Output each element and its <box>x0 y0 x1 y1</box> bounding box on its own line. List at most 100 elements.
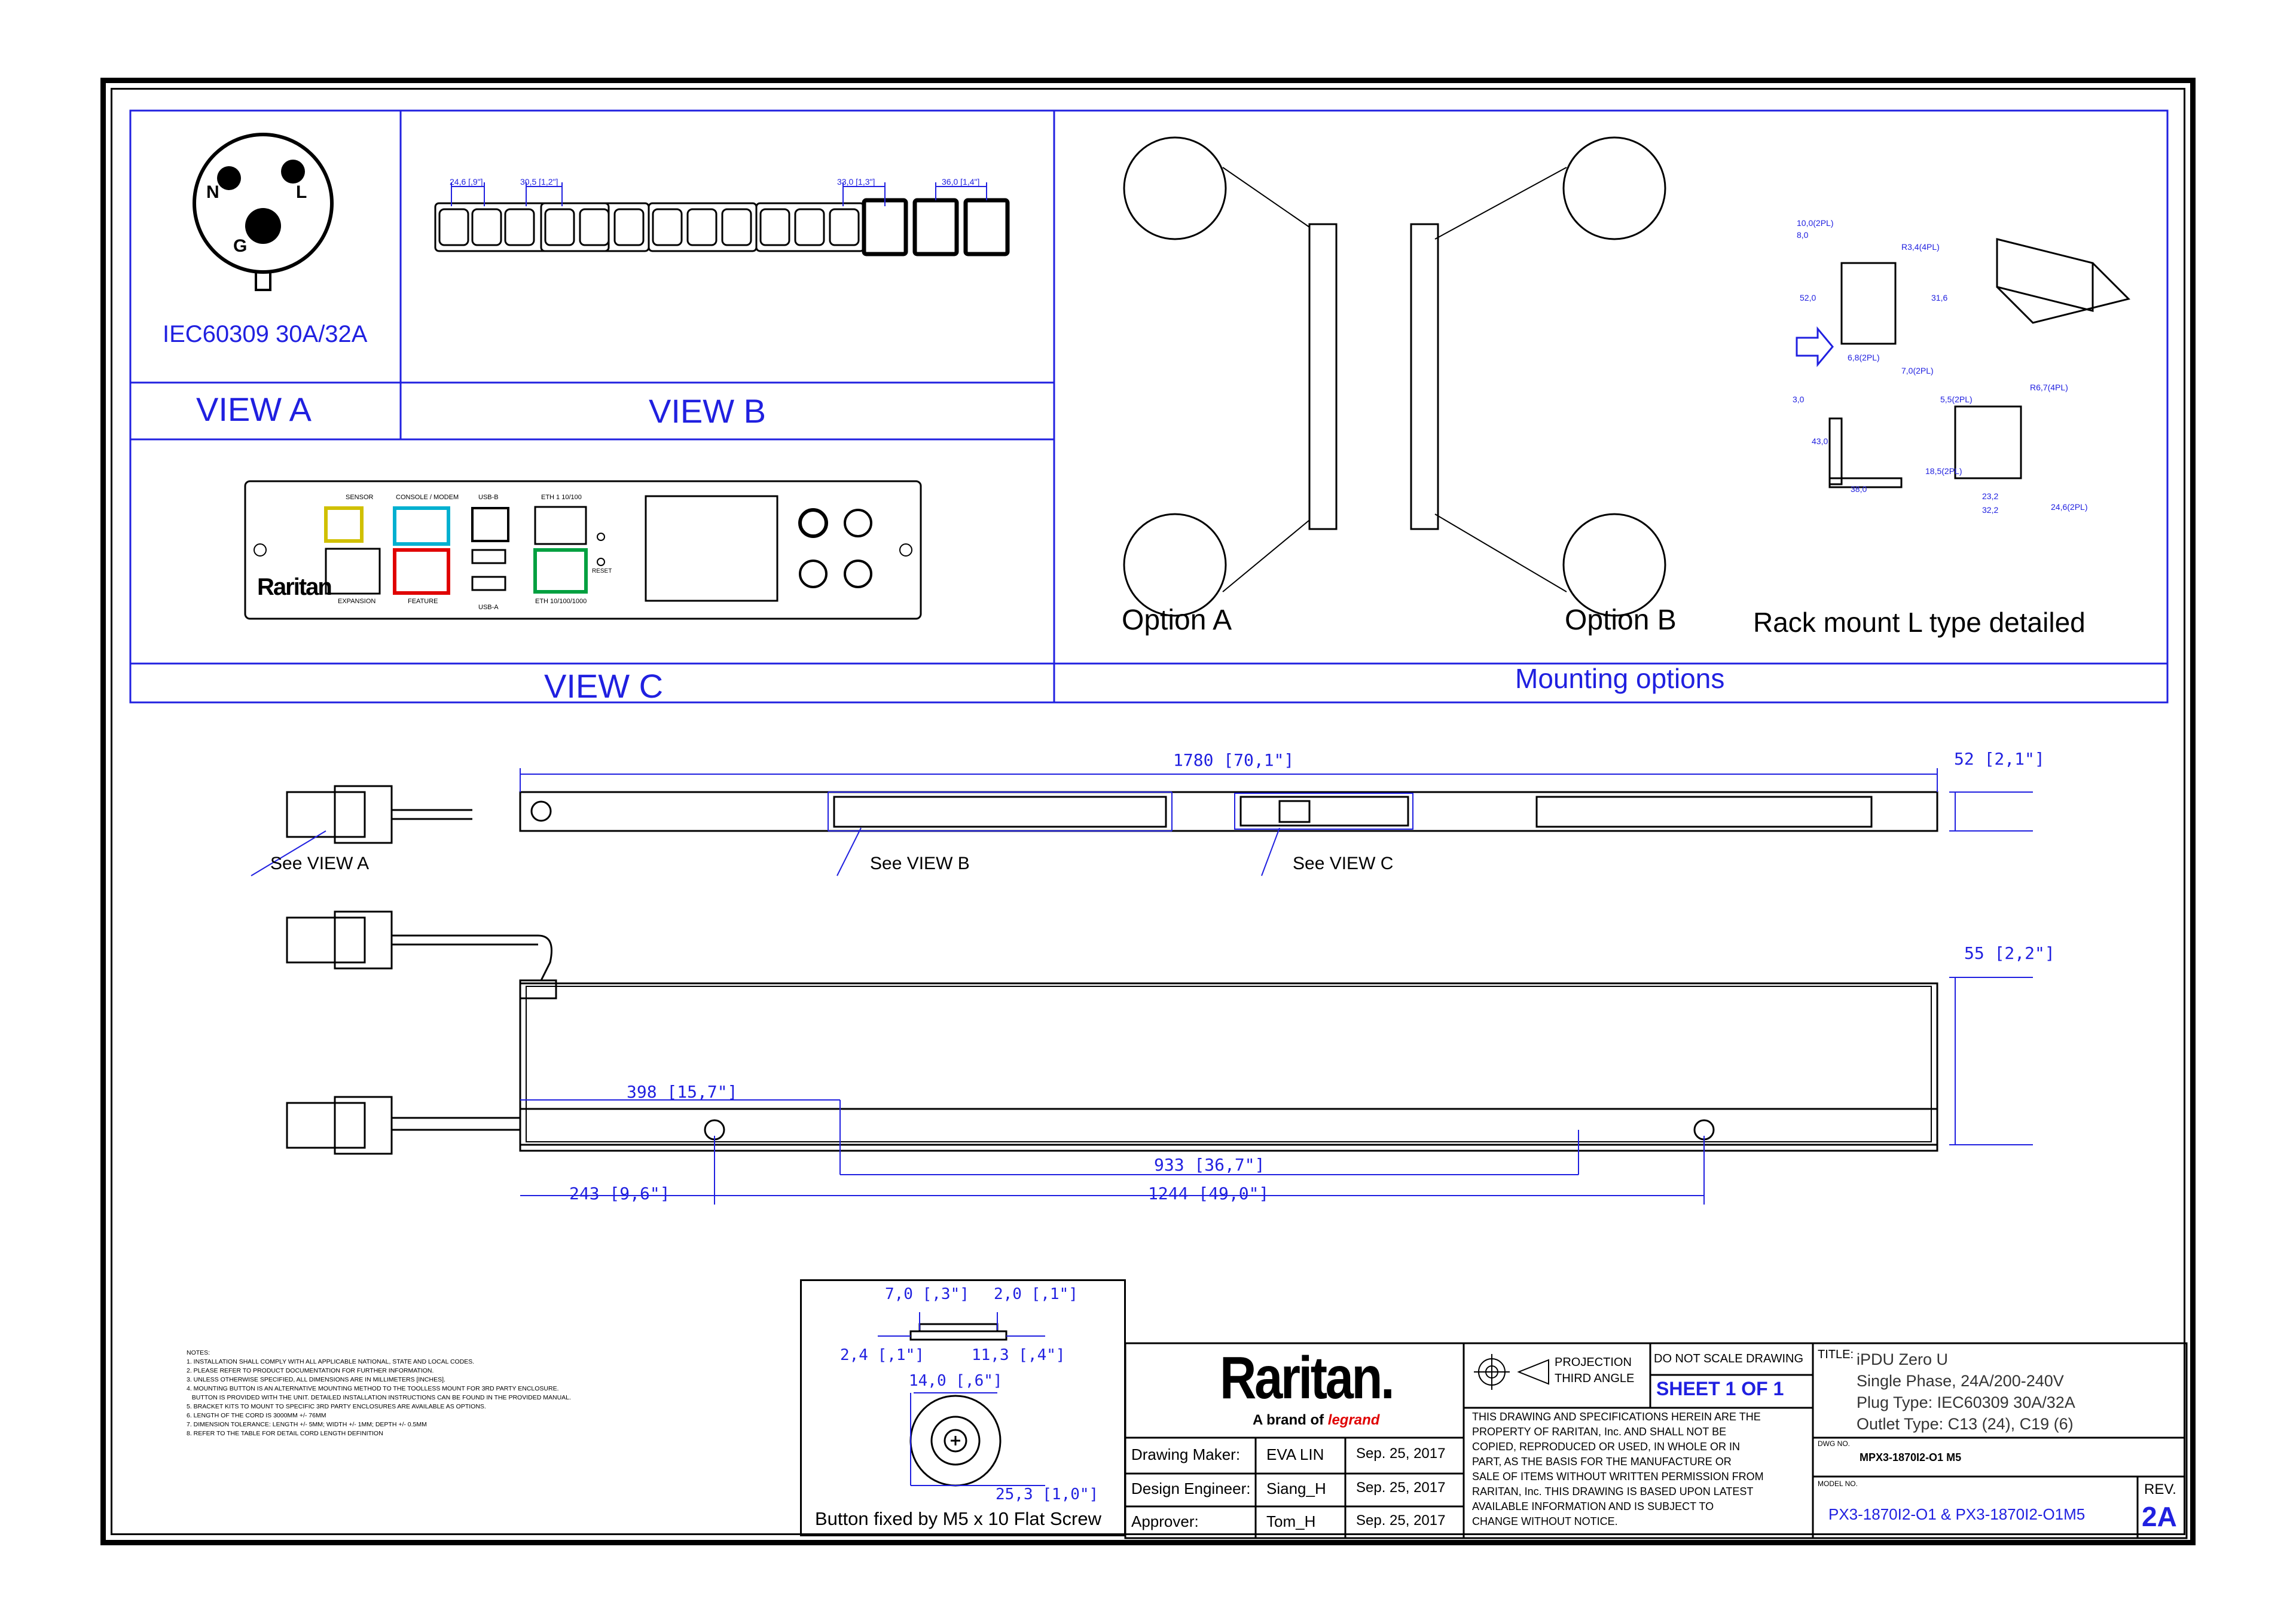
disclaimer-line: CHANGE WITHOUT NOTICE. <box>1472 1515 1618 1527</box>
drawing-maker-name: EVA LIN <box>1266 1445 1324 1463</box>
sheet-label: SHEET 1 OF 1 <box>1656 1378 1784 1399</box>
approver-date: Sep. 25, 2017 <box>1356 1512 1446 1529</box>
port-usb-b-label: USB-B <box>478 494 499 501</box>
title-block-grid <box>1124 1342 2188 1539</box>
port-expansion-label: EXPANSION <box>338 598 376 605</box>
rack-dim-14: 23,2 <box>1982 491 1999 501</box>
title-line: Plug Type: IEC60309 30A/32A <box>1857 1393 2075 1411</box>
view-b-title: VIEW B <box>649 392 767 430</box>
rack-dim-5: 31,6 <box>1931 293 1948 302</box>
legrand-logo: legrand <box>1327 1412 1380 1428</box>
mounting-options-drawing <box>1123 136 2130 617</box>
pdu-views <box>251 768 2033 1205</box>
option-a-label: Option A <box>1122 604 1232 636</box>
back-dims <box>520 1099 1705 1205</box>
note-item: 6. LENGTH OF THE CORD IS 3000MM +/- 76MM <box>187 1412 326 1419</box>
disclaimer-line: THIS DRAWING AND SPECIFICATIONS HEREIN A… <box>1472 1411 1761 1423</box>
note-item: 5. BRACKET KITS TO MOUNT TO SPECIFIC 3RD… <box>187 1403 486 1410</box>
rack-dim-12: R6,7(4PL) <box>2030 383 2068 392</box>
dwg-no-value: MPX3-1870I2-O1 M5 <box>1860 1451 1962 1463</box>
dim-1244: 1244 [49,0"] <box>1148 1184 1269 1203</box>
rack-mount-label: Rack mount L type detailed <box>1753 607 2086 638</box>
pdu-side-view <box>286 910 1938 1146</box>
depth-dim: 55 [2,2"] <box>1964 943 2055 963</box>
view-b-dim-2: 30,5 [1,2"] <box>520 177 558 187</box>
rack-dim-4: 52,0 <box>1800 293 1816 302</box>
option-b-label: Option B <box>1565 604 1677 636</box>
port-eth1-label: ETH 1 10/100 <box>541 494 582 501</box>
btn-dim-c: 2,4 [,1"] <box>840 1346 924 1364</box>
port-console-label: CONSOLE / MODEM <box>396 494 459 501</box>
drawing-frame-inner <box>111 88 2185 1535</box>
width-dim: 52 [2,1"] <box>1954 749 2045 769</box>
plug-face-icon <box>193 133 334 291</box>
front-dims <box>251 768 2033 876</box>
title-line: Single Phase, 24A/200-240V <box>1857 1372 2064 1390</box>
disclaimer-line: PROPERTY OF RARITAN, Inc. AND SHALL NOT … <box>1472 1426 1727 1438</box>
controller-panel <box>244 480 922 620</box>
title-line: iPDU Zero U <box>1857 1350 1949 1368</box>
rack-dim-11: 5,5(2PL) <box>1940 395 1973 404</box>
approver-label: Approver: <box>1131 1512 1199 1530</box>
side-dims <box>1949 977 2033 1145</box>
note-item: 2. PLEASE REFER TO PRODUCT DOCUMENTATION… <box>187 1367 434 1374</box>
dim-243: 243 [9,6"] <box>569 1184 670 1203</box>
projection-symbol-icon <box>1474 1354 1549 1390</box>
see-view-a-callout: See VIEW A <box>270 854 370 873</box>
projection-label: PROJECTION <box>1555 1356 1632 1369</box>
view-b-dim-1: 24,6 [,9"] <box>450 177 483 187</box>
note-item: 3. UNLESS OTHERWISE SPECIFIED, ALL DIMEN… <box>187 1376 445 1383</box>
pin-g-label: G <box>233 236 248 256</box>
top-views-panel <box>129 109 2169 704</box>
rack-dim-1: 10,0(2PL) <box>1797 218 1834 228</box>
view-a-title: VIEW A <box>196 390 312 428</box>
btn-dim-f: 25,3 [1,0"] <box>996 1486 1099 1503</box>
btn-dim-a: 7,0 [,3"] <box>885 1285 969 1303</box>
rack-dim-10: 38,0 <box>1851 484 1867 494</box>
rack-dim-2: 8,0 <box>1797 230 1809 240</box>
plug-type-label: IEC60309 30A/32A <box>163 321 368 347</box>
rack-dim-8: 3,0 <box>1793 395 1805 404</box>
design-engineer-label: Design Engineer: <box>1131 1480 1251 1497</box>
rack-dim-13: 18,5(2PL) <box>1925 466 1962 476</box>
disclaimer-line: COPIED, REPRODUCED OR USED, IN WHOLE OR … <box>1472 1441 1741 1453</box>
disclaimer-line: AVAILABLE INFORMATION AND IS SUBJECT TO <box>1472 1500 1714 1512</box>
note-item: BUTTON IS PROVIDED WITH THE UNIT. DETAIL… <box>187 1394 571 1401</box>
disclaimer-text: THIS DRAWING AND SPECIFICATIONS HEREIN A… <box>1472 1410 1764 1529</box>
note-item: 4. MOUNTING BUTTON IS AN ALTERNATIVE MOU… <box>187 1385 559 1392</box>
port-eth2-label: ETH 10/100/1000 <box>535 598 587 605</box>
overall-length-dim: 1780 [70,1"] <box>1173 750 1294 770</box>
design-engineer-name: Siang_H <box>1266 1480 1326 1497</box>
view-b-dim-lines <box>451 182 987 206</box>
rev-value: 2A <box>2142 1501 2177 1532</box>
notes-title: NOTES: <box>187 1349 210 1356</box>
raritan-logo: Raritan. <box>1220 1344 1395 1411</box>
btn-dim-d: 11,3 [,4"] <box>972 1346 1065 1364</box>
rack-dim-9: 43,0 <box>1812 436 1828 446</box>
model-no-value: PX3-1870I2-O1 & PX3-1870I2-O1M5 <box>1828 1505 2086 1523</box>
rack-dim-3: R3,4(4PL) <box>1901 242 1940 252</box>
title-line: Outlet Type: C13 (24), C19 (6) <box>1857 1415 2074 1433</box>
port-feature-label: FEATURE <box>408 598 438 605</box>
see-view-b-callout: See VIEW B <box>870 854 970 873</box>
view-c-title: VIEW C <box>544 667 664 705</box>
see-view-c-callout: See VIEW C <box>1293 854 1394 873</box>
view-b-dim-3: 33,0 [1,3"] <box>837 177 875 187</box>
dim-933: 933 [36,7"] <box>1154 1155 1265 1175</box>
projection-angle-label: THIRD ANGLE <box>1555 1372 1635 1385</box>
disclaimer-line: PART, AS THE BASIS FOR THE MANUFACTURE O… <box>1472 1456 1732 1468</box>
approver-name: Tom_H <box>1266 1512 1316 1530</box>
notes-block: NOTES: 1. INSTALLATION SHALL COMPLY WITH… <box>187 1349 701 1438</box>
dwg-no-label: DWG NO. <box>1818 1439 1850 1448</box>
panel-brand-logo: Raritan <box>257 574 332 600</box>
port-sensor-label: SENSOR <box>346 494 374 501</box>
design-engineer-date: Sep. 25, 2017 <box>1356 1480 1446 1496</box>
button-detail-drawing <box>878 1312 1045 1487</box>
note-item: 7. DIMENSION TOLERANCE: LENGTH +/- 5MM; … <box>187 1421 427 1428</box>
pin-l-label: L <box>296 182 307 202</box>
brand-tagline: A brand of legrand <box>1253 1412 1379 1429</box>
do-not-scale-label: DO NOT SCALE DRAWING <box>1654 1352 1804 1365</box>
mounting-options-title: Mounting options <box>1515 663 1725 694</box>
rack-dim-15: 32,2 <box>1982 505 1999 515</box>
rack-dim-6: 6,8(2PL) <box>1848 353 1880 362</box>
